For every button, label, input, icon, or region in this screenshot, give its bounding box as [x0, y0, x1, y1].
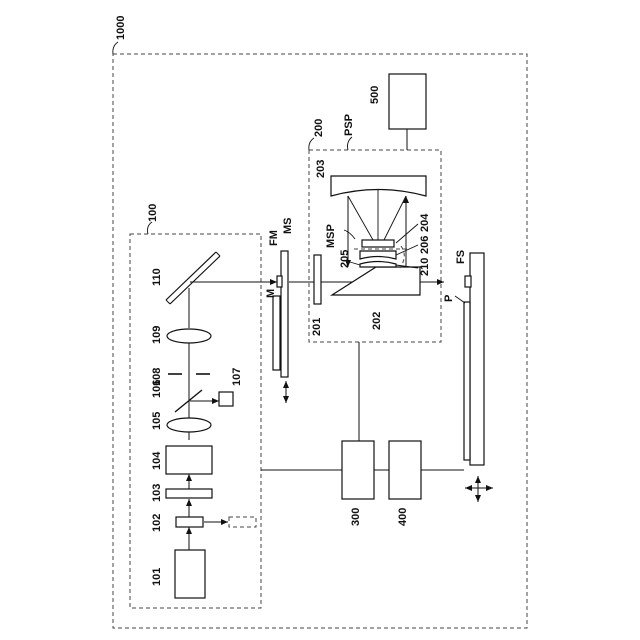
component-202-prism — [332, 267, 420, 295]
label-300: 300 — [350, 508, 362, 526]
label-201: 201 — [311, 318, 323, 336]
label-110: 110 — [151, 268, 163, 286]
label-fm: FM — [268, 230, 280, 246]
label-210: 210 — [419, 258, 431, 276]
label-p: P — [443, 295, 455, 302]
label-101: 101 — [151, 568, 163, 586]
component-107-detector — [219, 392, 233, 406]
component-101-light-source — [175, 550, 205, 598]
component-103 — [166, 489, 212, 498]
component-110-mirror — [166, 252, 220, 304]
component-102 — [176, 517, 203, 527]
component-109-lens — [167, 329, 211, 343]
label-104: 104 — [151, 451, 163, 470]
label-202: 202 — [371, 312, 383, 330]
label-205: 205 — [339, 250, 351, 268]
label-psp: PSP — [343, 114, 355, 136]
label-107: 107 — [231, 368, 243, 386]
component-204 — [362, 240, 394, 247]
mark-fm — [277, 276, 282, 287]
label-400: 400 — [397, 508, 409, 526]
label-msp: MSP — [325, 224, 337, 248]
mark-fs — [465, 276, 471, 287]
component-205 — [360, 262, 396, 268]
label-100: 100 — [147, 204, 159, 222]
substrate-p — [464, 302, 470, 460]
mask-m — [273, 296, 280, 370]
label-102: 102 — [151, 514, 163, 532]
label-105: 105 — [151, 412, 163, 430]
label-203: 203 — [315, 160, 327, 178]
label-fs: FS — [455, 250, 467, 264]
label-108: 108 — [151, 368, 163, 386]
illumination-system-100: 100 101 102 103 104 105 106 107 — [130, 204, 277, 608]
substrate-stage-p — [470, 253, 484, 465]
label-206: 206 — [419, 236, 431, 254]
controller-300 — [342, 441, 374, 499]
controller-500 — [389, 74, 426, 129]
label-103: 103 — [151, 484, 163, 502]
label-109: 109 — [151, 326, 163, 344]
projection-system-200: 200 PSP 201 202 203 MSP 204 206 205 210 — [309, 114, 441, 342]
component-206 — [360, 251, 396, 259]
label-204: 204 — [419, 213, 431, 232]
component-203-concave-mirror — [331, 176, 426, 196]
substrate-stage: FS P — [443, 250, 493, 502]
label-200: 200 — [313, 119, 325, 137]
component-201-plate — [314, 255, 321, 304]
component-105-lens — [167, 418, 211, 432]
label-500: 500 — [369, 86, 381, 104]
mask-stage-ms — [281, 251, 288, 377]
label-1000: 1000 — [115, 16, 127, 40]
label-ms: MS — [282, 218, 294, 235]
component-104 — [166, 446, 212, 474]
label-m: M — [265, 289, 277, 298]
controller-400 — [389, 441, 421, 499]
